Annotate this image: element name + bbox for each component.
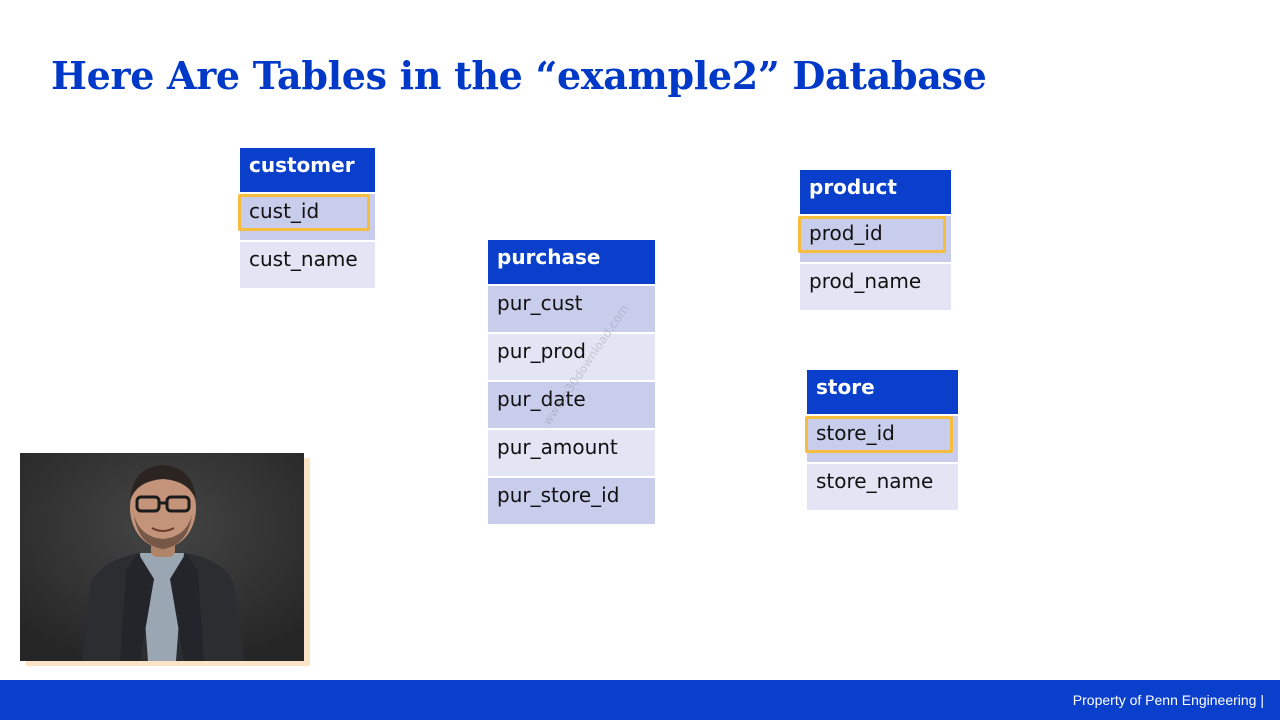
table-field: pur_amount <box>488 430 655 478</box>
table-field: cust_name <box>240 242 375 290</box>
table-header: product <box>800 170 951 216</box>
product-table: product prod_id prod_name <box>798 170 951 312</box>
purchase-table: purchase pur_cust pur_prod pur_date pur_… <box>488 240 655 526</box>
table-header: store <box>807 370 958 416</box>
table-field: pur_prod <box>488 334 655 382</box>
table-field: store_name <box>807 464 958 512</box>
table-field-primary-key: cust_id <box>238 194 375 242</box>
footer-bar: Property of Penn Engineering | <box>0 680 1280 720</box>
table-field: pur_cust <box>488 286 655 334</box>
table-field: pur_store_id <box>488 478 655 526</box>
store-table: store store_id store_name <box>805 370 958 512</box>
customer-table: customer cust_id cust_name <box>238 148 375 290</box>
slide-title: Here Are Tables in the “example2” Databa… <box>51 53 987 98</box>
presenter-image <box>20 453 304 661</box>
table-field-primary-key: store_id <box>805 416 958 464</box>
footer-text: Property of Penn Engineering | <box>1072 692 1264 708</box>
presenter-video[interactable] <box>20 453 304 661</box>
table-field-primary-key: prod_id <box>798 216 951 264</box>
table-header: customer <box>240 148 375 194</box>
table-field: prod_name <box>800 264 951 312</box>
table-header: purchase <box>488 240 655 286</box>
table-field: pur_date <box>488 382 655 430</box>
